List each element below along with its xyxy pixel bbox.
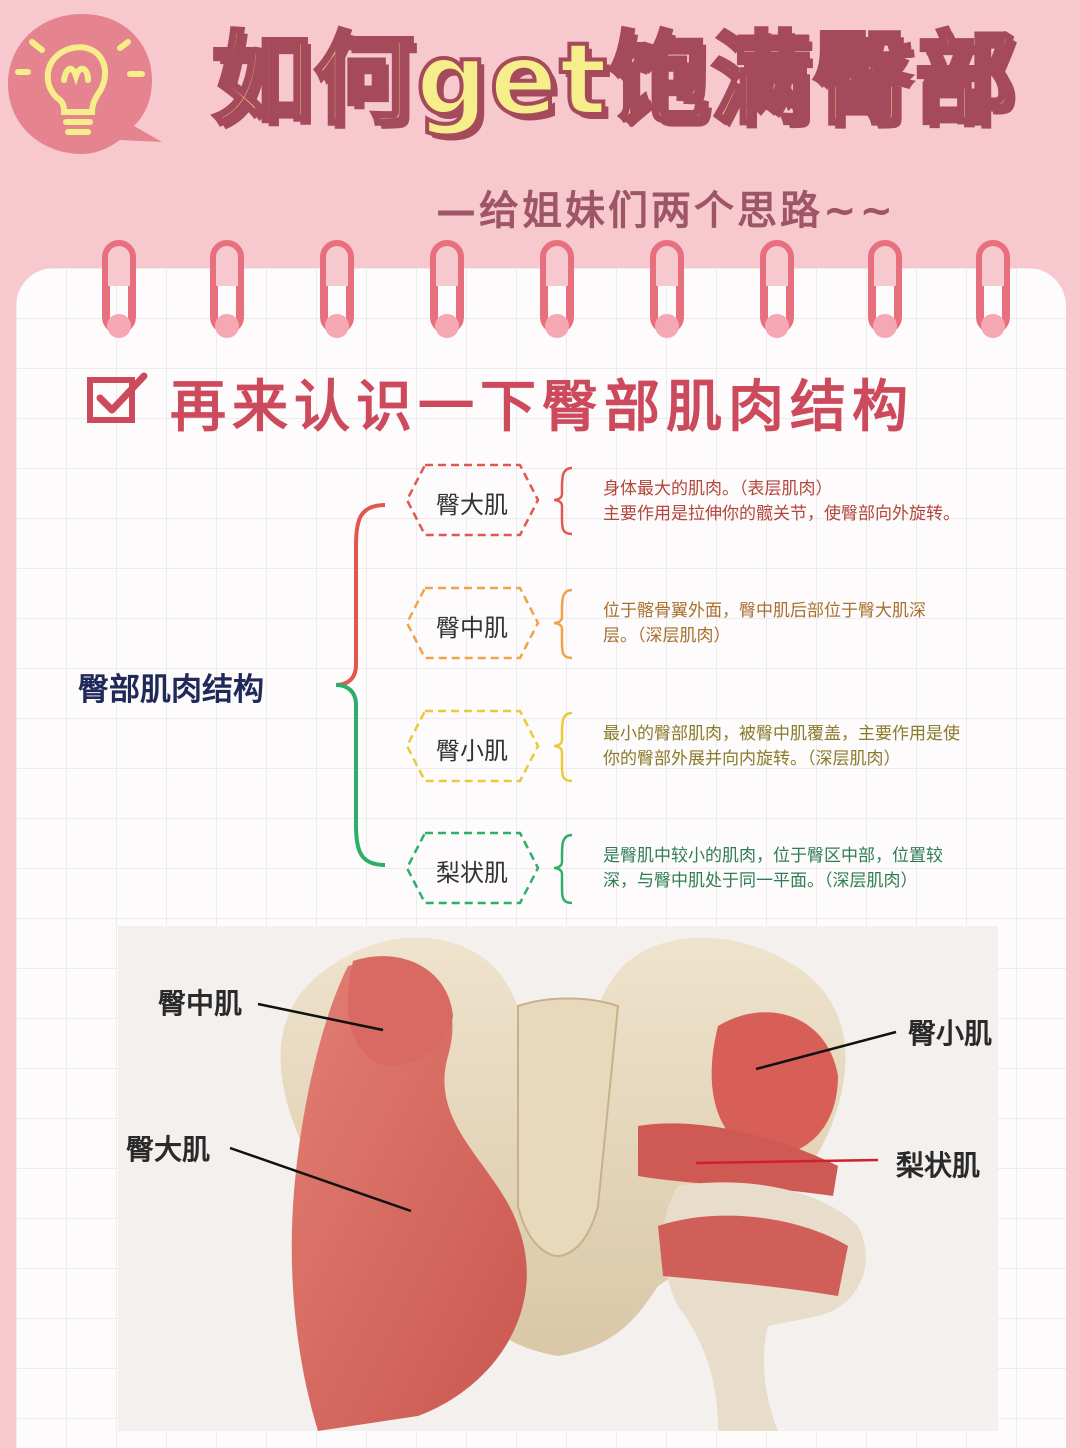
gluteus-minimus-muscle (711, 1012, 838, 1156)
sacrum-bone (517, 997, 620, 1258)
desc-line: 是臀肌中较小的肌肉，位于臀区中部，位置较 (603, 846, 943, 866)
label-gluteus-minimus: 臀小肌 (908, 1017, 993, 1050)
binder-ring (650, 240, 684, 338)
binder-ring (102, 240, 136, 338)
leader-line-gluteus-medius (257, 1002, 384, 1032)
node-frame-gluteus-maximus (405, 463, 540, 537)
desc-line: 身体最大的肌肉。（表层肌肉） (603, 479, 833, 499)
label-gluteus-medius: 臀中肌 (158, 987, 243, 1020)
desc-line: 位于髂骨翼外面，臀中肌后部位于臀大肌深 (603, 601, 926, 621)
label-piriformis: 梨状肌 (896, 1149, 981, 1182)
leader-line-gluteus-maximus (229, 1146, 412, 1213)
desc-gluteus-medius: 位于髂骨翼外面，臀中肌后部位于臀大肌深 层。（深层肌肉） (603, 599, 1023, 649)
binder-ring (210, 240, 244, 338)
pelvis-muscle-drawing (229, 937, 897, 1431)
desc-line: 最小的臀部肌肉，被臀中肌覆盖，主要作用是使 (603, 724, 960, 744)
leader-line-gluteus-minimus (755, 1030, 897, 1071)
hip-rotator-muscles (658, 1215, 848, 1296)
label-gluteus-maximus: 臀大肌 (126, 1133, 211, 1166)
node-frame-gluteus-minimus (405, 709, 540, 783)
gluteus-medius-muscle (347, 956, 453, 1066)
node-gluteus-maximus: 臀大肌 (436, 491, 508, 519)
desc-line: 层。（深层肌肉） (603, 626, 731, 646)
desc-line: 主要作用是拉伸你的髋关节，使臀部向外旋转。 (603, 504, 960, 524)
binder-ring (760, 240, 794, 338)
checkbox-check-icon (87, 372, 148, 423)
node-gluteus-minimus: 臀小肌 (436, 737, 508, 765)
section-title: 再来认识一下臀部肌肉结构 (170, 375, 914, 440)
desc-gluteus-minimus: 最小的臀部肌肉，被臀中肌覆盖，主要作用是使 你的臀部外展并向内旋转。（深层肌肉） (603, 722, 1023, 772)
desc-line: 深，与臀中肌处于同一平面。（深层肌肉） (603, 871, 918, 891)
lightbulb-bubble-icon (8, 14, 162, 154)
node-frame-gluteus-medius (405, 586, 540, 660)
gluteal-anatomy-illustration: 臀中肌 臀大肌 臀小肌 梨状肌 (118, 926, 998, 1431)
leader-line-piriformis (695, 1158, 879, 1165)
binder-ring (868, 240, 902, 338)
page-subtitle: —给姐妹们两个思路~~ (436, 188, 897, 234)
piriformis-muscle (638, 1123, 838, 1196)
desc-line: 你的臀部外展并向内旋转。（深层肌肉） (603, 749, 901, 769)
binder-ring (430, 240, 464, 338)
node-frame-piriformis (405, 831, 540, 905)
binder-ring (976, 240, 1010, 338)
desc-piriformis: 是臀肌中较小的肌肉，位于臀区中部，位置较 深，与臀中肌处于同一平面。（深层肌肉） (603, 844, 1023, 894)
mindmap-root: 臀部肌肉结构 (78, 672, 264, 708)
binder-ring (320, 240, 354, 338)
binder-ring (540, 240, 574, 338)
node-gluteus-medius: 臀中肌 (436, 614, 508, 642)
gluteus-maximus-muscle (291, 960, 527, 1431)
page-title: 如何get饱满臀部 (210, 21, 1018, 138)
desc-gluteus-maximus: 身体最大的肌肉。（表层肌肉） 主要作用是拉伸你的髋关节，使臀部向外旋转。 (603, 477, 1023, 527)
node-piriformis: 梨状肌 (436, 859, 508, 887)
